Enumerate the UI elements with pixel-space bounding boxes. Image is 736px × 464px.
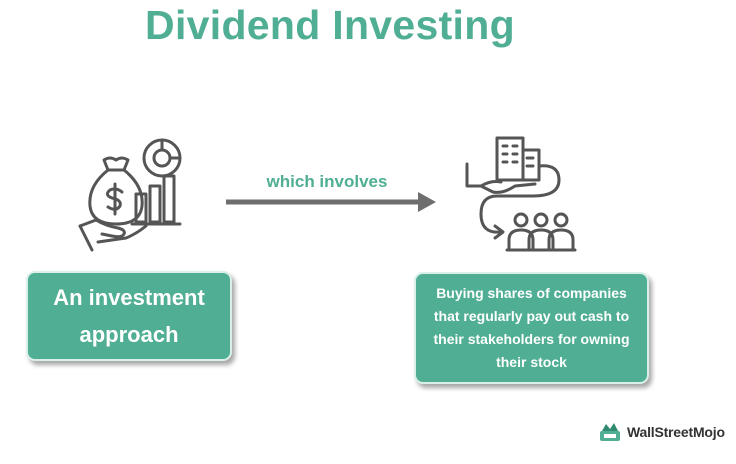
left-box-text: An investment approach — [53, 285, 205, 347]
right-box-text: Buying shares of companies that regularl… — [433, 285, 630, 370]
page-title: Dividend Investing — [145, 2, 515, 48]
building-stakeholders-icon — [465, 136, 577, 252]
investment-approach-box: An investment approach — [26, 271, 232, 361]
brand-watermark: WallStreetMojo — [598, 420, 725, 444]
definition-box: Buying shares of companies that regularl… — [414, 272, 649, 384]
wallstreetmojo-logo-icon — [600, 423, 620, 441]
right-arrow-icon — [226, 192, 436, 212]
connector-label: which involves — [266, 172, 388, 191]
money-bag-chart-icon — [78, 138, 182, 252]
brand-name: WallStreetMojo — [627, 424, 725, 440]
